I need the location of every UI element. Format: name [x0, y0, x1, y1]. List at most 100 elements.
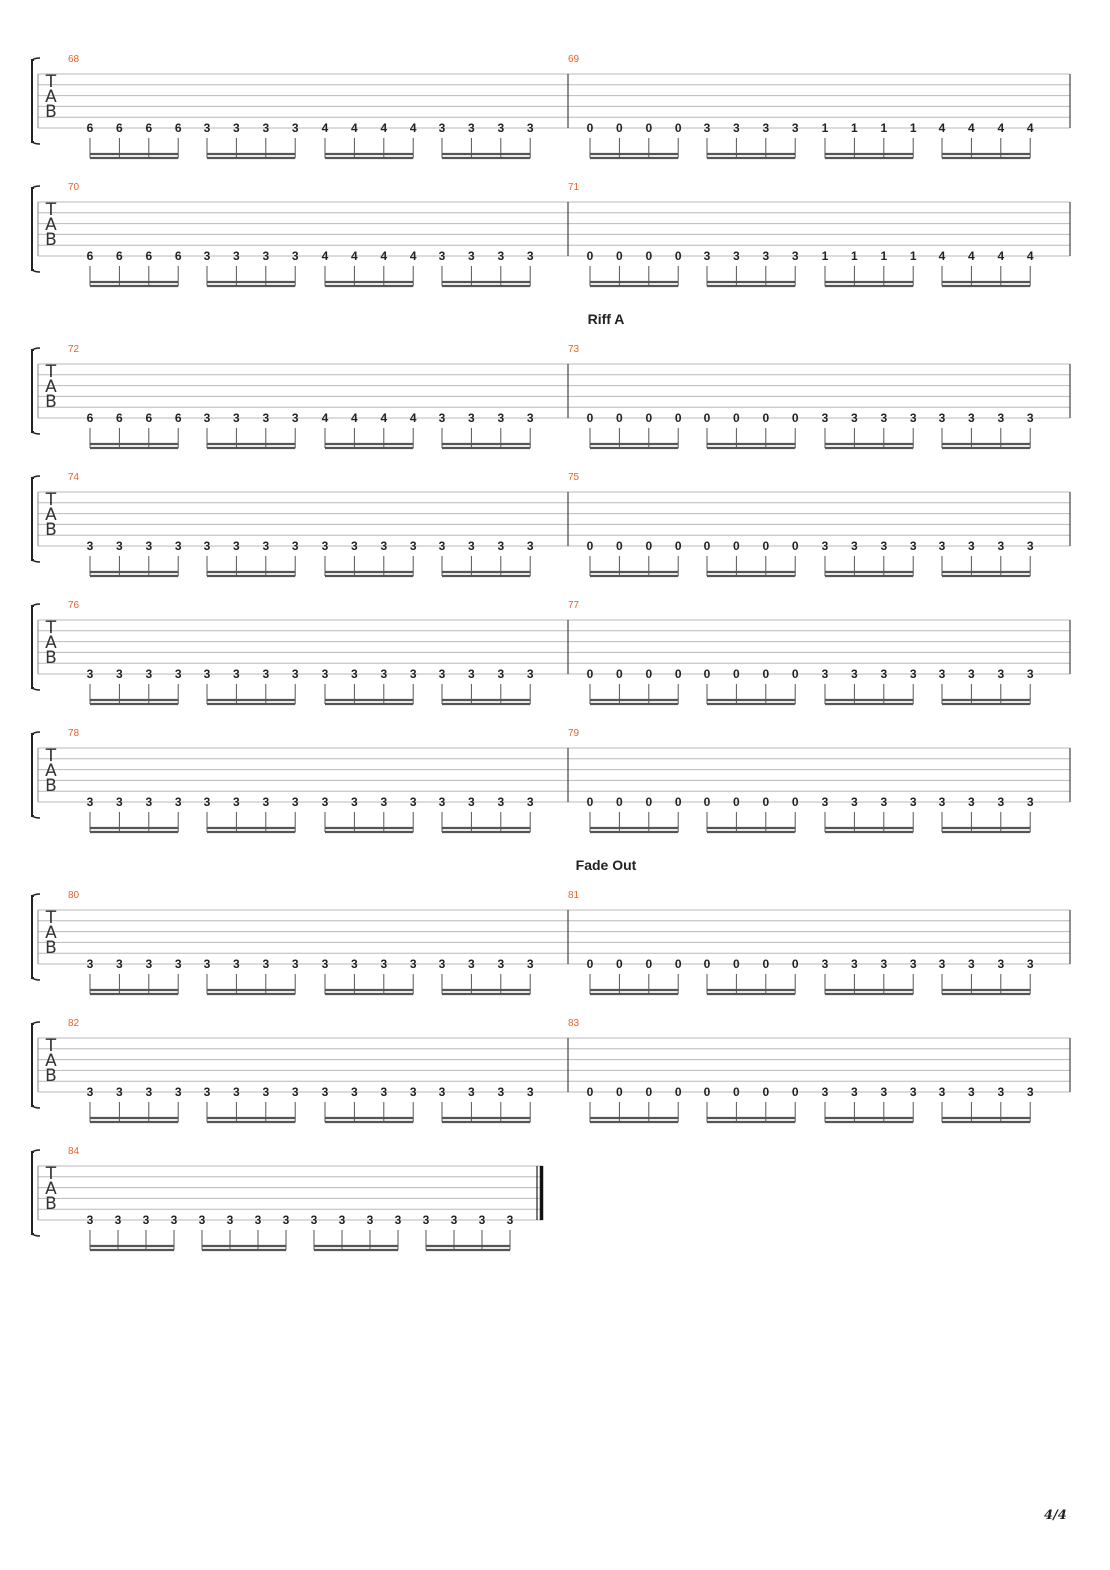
- fret-number: 3: [468, 1085, 475, 1099]
- fret-number: 3: [175, 539, 182, 553]
- fret-number: 1: [851, 121, 858, 135]
- fret-number: 0: [762, 1085, 769, 1099]
- fret-number: 0: [616, 411, 623, 425]
- fret-number: 3: [997, 1085, 1004, 1099]
- fret-number: 0: [704, 667, 711, 681]
- bracket-bottom-curl: [31, 1233, 41, 1237]
- fret-number: 3: [204, 539, 211, 553]
- fret-number: 3: [822, 539, 829, 553]
- measure-number: 79: [568, 728, 580, 739]
- fret-number: 0: [645, 411, 652, 425]
- fret-number: 3: [910, 539, 917, 553]
- system-bracket: [31, 605, 34, 689]
- fret-number: 0: [792, 667, 799, 681]
- fret-number: 4: [410, 249, 417, 263]
- fret-number: 3: [527, 121, 534, 135]
- fret-number: 3: [171, 1213, 178, 1227]
- measure-number: 82: [68, 1018, 80, 1029]
- fret-number: 3: [410, 667, 417, 681]
- fret-number: 3: [468, 539, 475, 553]
- fret-number: 3: [367, 1213, 374, 1227]
- fret-number: 0: [616, 1085, 623, 1099]
- system-bracket: [31, 733, 34, 817]
- measure-number: 84: [68, 1146, 80, 1157]
- fret-number: 3: [968, 1085, 975, 1099]
- fret-number: 3: [233, 795, 240, 809]
- fret-number: 3: [351, 1085, 358, 1099]
- fret-number: 0: [645, 957, 652, 971]
- fret-number: 3: [322, 667, 329, 681]
- fret-number: 0: [733, 795, 740, 809]
- fret-number: 0: [762, 957, 769, 971]
- fret-number: 1: [851, 249, 858, 263]
- fret-number: 3: [968, 539, 975, 553]
- fret-number: 3: [527, 1085, 534, 1099]
- fret-number: 3: [292, 121, 299, 135]
- fret-number: 3: [968, 957, 975, 971]
- fret-number: 0: [733, 539, 740, 553]
- fret-number: 3: [527, 795, 534, 809]
- fret-number: 6: [175, 411, 182, 425]
- fret-number: 3: [292, 411, 299, 425]
- fret-number: 3: [822, 1085, 829, 1099]
- fret-number: 3: [380, 539, 387, 553]
- fret-number: 3: [262, 539, 269, 553]
- fret-number: 0: [645, 795, 652, 809]
- fret-number: 3: [497, 411, 504, 425]
- fret-number: 3: [351, 795, 358, 809]
- fret-number: 3: [939, 795, 946, 809]
- tab-clef-letter: T: [45, 1036, 57, 1056]
- fret-number: 0: [587, 667, 594, 681]
- fret-number: 3: [1027, 411, 1034, 425]
- fret-number: 3: [233, 121, 240, 135]
- fret-number: 3: [292, 1085, 299, 1099]
- measure-number: 81: [568, 890, 580, 901]
- system-bracket: [31, 349, 34, 433]
- system-bracket: [31, 187, 34, 271]
- fret-number: 3: [439, 957, 446, 971]
- tab-clef-letter: B: [45, 230, 57, 250]
- system-bracket: [31, 477, 34, 561]
- fret-number: 3: [910, 1085, 917, 1099]
- tab-clef-letter: A: [45, 87, 57, 107]
- fret-number: 4: [997, 249, 1004, 263]
- tab-clef-letter: B: [45, 648, 57, 668]
- fret-number: 3: [292, 539, 299, 553]
- fret-number: 1: [910, 121, 917, 135]
- fret-number: 0: [645, 121, 652, 135]
- tab-clef-letter: B: [45, 1194, 57, 1214]
- fret-number: 4: [380, 249, 387, 263]
- fret-number: 3: [968, 667, 975, 681]
- fret-number: 3: [87, 795, 94, 809]
- fret-number: 3: [468, 667, 475, 681]
- fret-number: 3: [733, 249, 740, 263]
- fret-number: 3: [204, 249, 211, 263]
- fret-number: 0: [616, 667, 623, 681]
- fret-number: 6: [87, 411, 94, 425]
- fret-number: 3: [497, 121, 504, 135]
- fret-number: 3: [792, 121, 799, 135]
- fret-number: 0: [616, 795, 623, 809]
- fret-number: 0: [733, 411, 740, 425]
- fret-number: 3: [910, 795, 917, 809]
- fret-number: 3: [351, 539, 358, 553]
- tab-clef-letter: T: [45, 746, 57, 766]
- fret-number: 0: [792, 411, 799, 425]
- fret-number: 0: [733, 957, 740, 971]
- fret-number: 3: [145, 795, 152, 809]
- bracket-top-curl: [31, 1149, 41, 1153]
- fret-number: 3: [143, 1213, 150, 1227]
- fret-number: 3: [497, 795, 504, 809]
- fret-number: 1: [880, 121, 887, 135]
- tab-clef-letter: B: [45, 776, 57, 796]
- fret-number: 3: [822, 667, 829, 681]
- measure-number: 80: [68, 890, 80, 901]
- fret-number: 4: [351, 249, 358, 263]
- fret-number: 3: [851, 667, 858, 681]
- fret-number: 4: [1027, 249, 1034, 263]
- fret-number: 0: [792, 539, 799, 553]
